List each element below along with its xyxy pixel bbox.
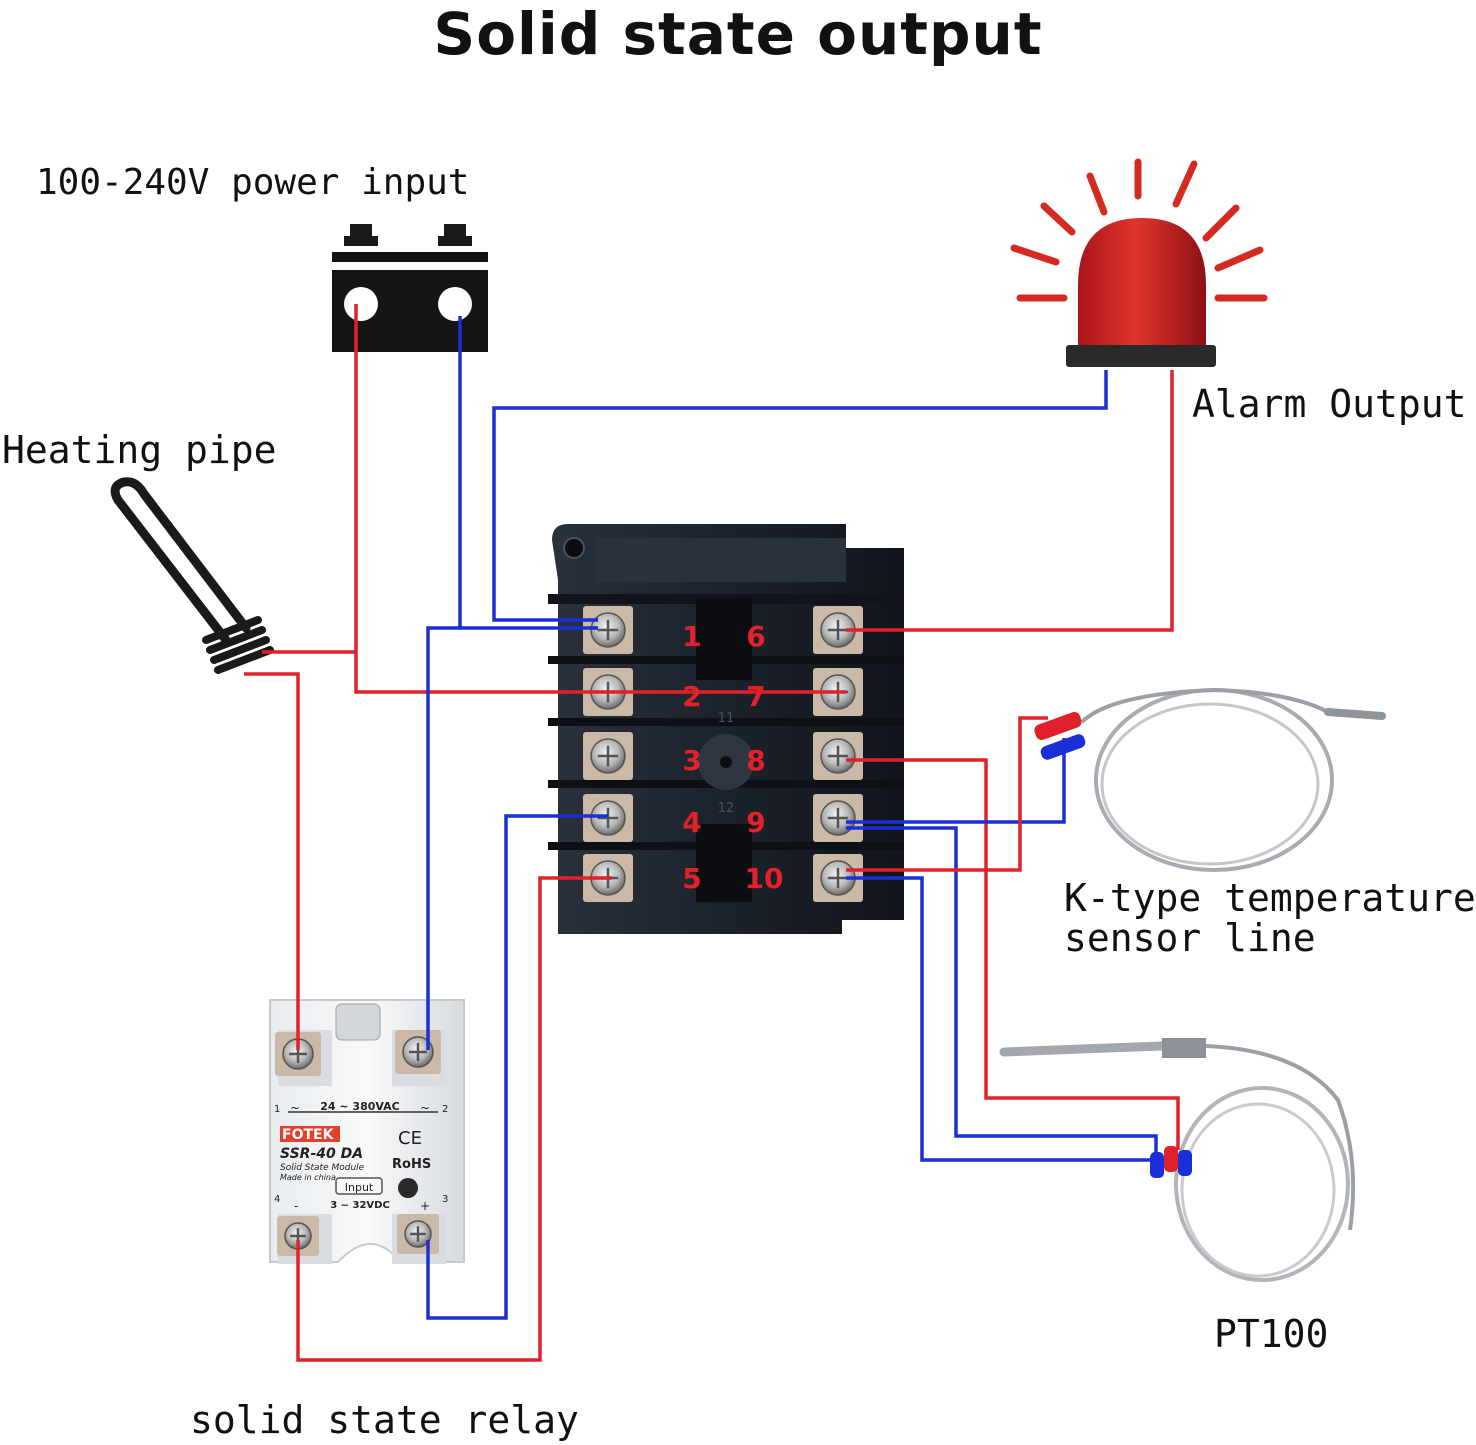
- alarm-base: [1066, 345, 1216, 367]
- red-wire: [244, 672, 300, 1050]
- ssr-pin-number: 3: [442, 1194, 448, 1205]
- small-number: 12: [718, 801, 735, 816]
- heating-pipe-icon: [110, 477, 274, 674]
- k-type-sensor-icon: [1034, 687, 1386, 872]
- red-wire: [296, 876, 612, 1362]
- alarm-dome: [1078, 218, 1206, 345]
- terminal-number: 10: [745, 862, 784, 895]
- red-wire: [846, 370, 1174, 632]
- terminal-number: 2: [682, 680, 701, 713]
- red-wire: [846, 716, 1048, 872]
- ssr-pin-number: 1: [274, 1104, 280, 1115]
- terminal-screw: [813, 794, 863, 842]
- terminal-number: 7: [746, 680, 765, 713]
- small-terminal-numbers: 11 12: [718, 711, 735, 816]
- k-type-label-line2: sensor line: [1064, 916, 1316, 960]
- power-input-label: 100-240V power input: [36, 162, 470, 203]
- ssr-input-label: Input: [345, 1181, 374, 1194]
- wires: [244, 304, 1180, 1362]
- terminal-screw: [813, 854, 863, 902]
- ssr-ac-symbol: ~: [420, 1101, 430, 1115]
- terminal-screw: [583, 606, 633, 654]
- k-type-label-line1: K-type temperature: [1064, 876, 1476, 920]
- terminal-screw: [583, 732, 633, 780]
- ssr-ac-symbol: ~: [290, 1101, 300, 1115]
- ssr-plus-symbol: +: [420, 1199, 430, 1213]
- terminal-screw: [813, 732, 863, 780]
- heating-pipe-label: Heating pipe: [2, 428, 277, 472]
- ssr-brand: FOTEK: [282, 1127, 335, 1143]
- alarm-output-label: Alarm Output: [1192, 382, 1467, 426]
- diagram-title: Solid state output: [433, 0, 1043, 68]
- ssr-model: SSR-40 DA: [280, 1146, 363, 1162]
- terminal-numbers: 1 2 3 4 5 6 7 8 9 10: [682, 620, 783, 895]
- terminal-screw: [583, 794, 633, 842]
- terminal-number: 1: [682, 620, 701, 653]
- red-wire: [354, 304, 846, 694]
- terminal-screw: [397, 1214, 439, 1254]
- terminal-number: 8: [746, 744, 765, 777]
- ssr-pin-number: 2: [442, 1104, 448, 1115]
- ssr-subtitle: Solid State Module: [280, 1163, 365, 1173]
- blue-wire: [846, 876, 1152, 1162]
- terminal-number: 9: [746, 806, 765, 839]
- blue-wire: [426, 814, 608, 1320]
- ssr-load-range: 24 ~ 380VAC: [320, 1100, 400, 1113]
- solid-state-relay-label: solid state relay: [190, 1398, 579, 1442]
- terminal-number: 6: [746, 620, 765, 653]
- small-number: 11: [718, 711, 735, 726]
- power-socket-icon: [332, 224, 488, 352]
- ssr-rohs-mark: RoHS: [392, 1157, 431, 1172]
- pt100-sensor-icon: [999, 1038, 1356, 1282]
- terminal-screw: [395, 1030, 441, 1074]
- ssr-pin-number: 4: [274, 1194, 280, 1205]
- k-type-sensor-label: K-type temperature sensor line: [1064, 878, 1476, 958]
- terminal-number: 4: [682, 806, 701, 839]
- ssr-made-in: Made in china: [280, 1173, 336, 1182]
- terminal-screw: [277, 1216, 319, 1256]
- blue-wire: [492, 370, 1108, 622]
- terminal-number: 5: [682, 862, 701, 895]
- blue-wire: [846, 826, 1158, 1156]
- red-wire: [846, 758, 1180, 1150]
- ssr-ce-mark: CE: [398, 1128, 422, 1149]
- blue-wire: [846, 738, 1066, 824]
- blue-wire: [426, 626, 460, 1050]
- ssr-input-range: 3 ~ 32VDC: [330, 1200, 390, 1211]
- ssr-minus-symbol: -: [294, 1199, 298, 1213]
- pt100-label: PT100: [1214, 1312, 1329, 1356]
- terminal-number: 3: [682, 744, 701, 777]
- alarm-light-icon: [1010, 158, 1268, 302]
- terminal-screw: [275, 1032, 321, 1076]
- terminal-screw: [813, 606, 863, 654]
